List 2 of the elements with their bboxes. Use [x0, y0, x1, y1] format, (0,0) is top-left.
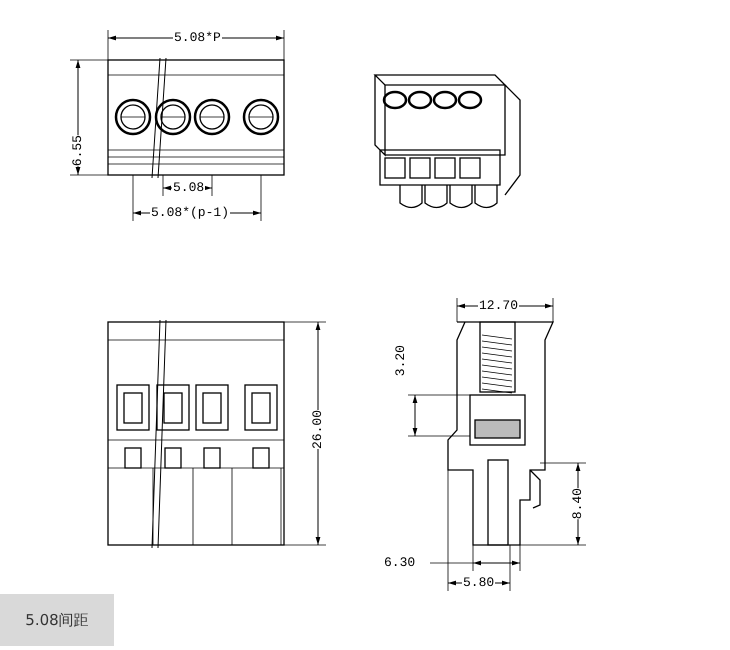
caption-label: 5.08间距 — [0, 594, 114, 646]
dimension-label: 5.08*(p-1) — [150, 206, 230, 220]
